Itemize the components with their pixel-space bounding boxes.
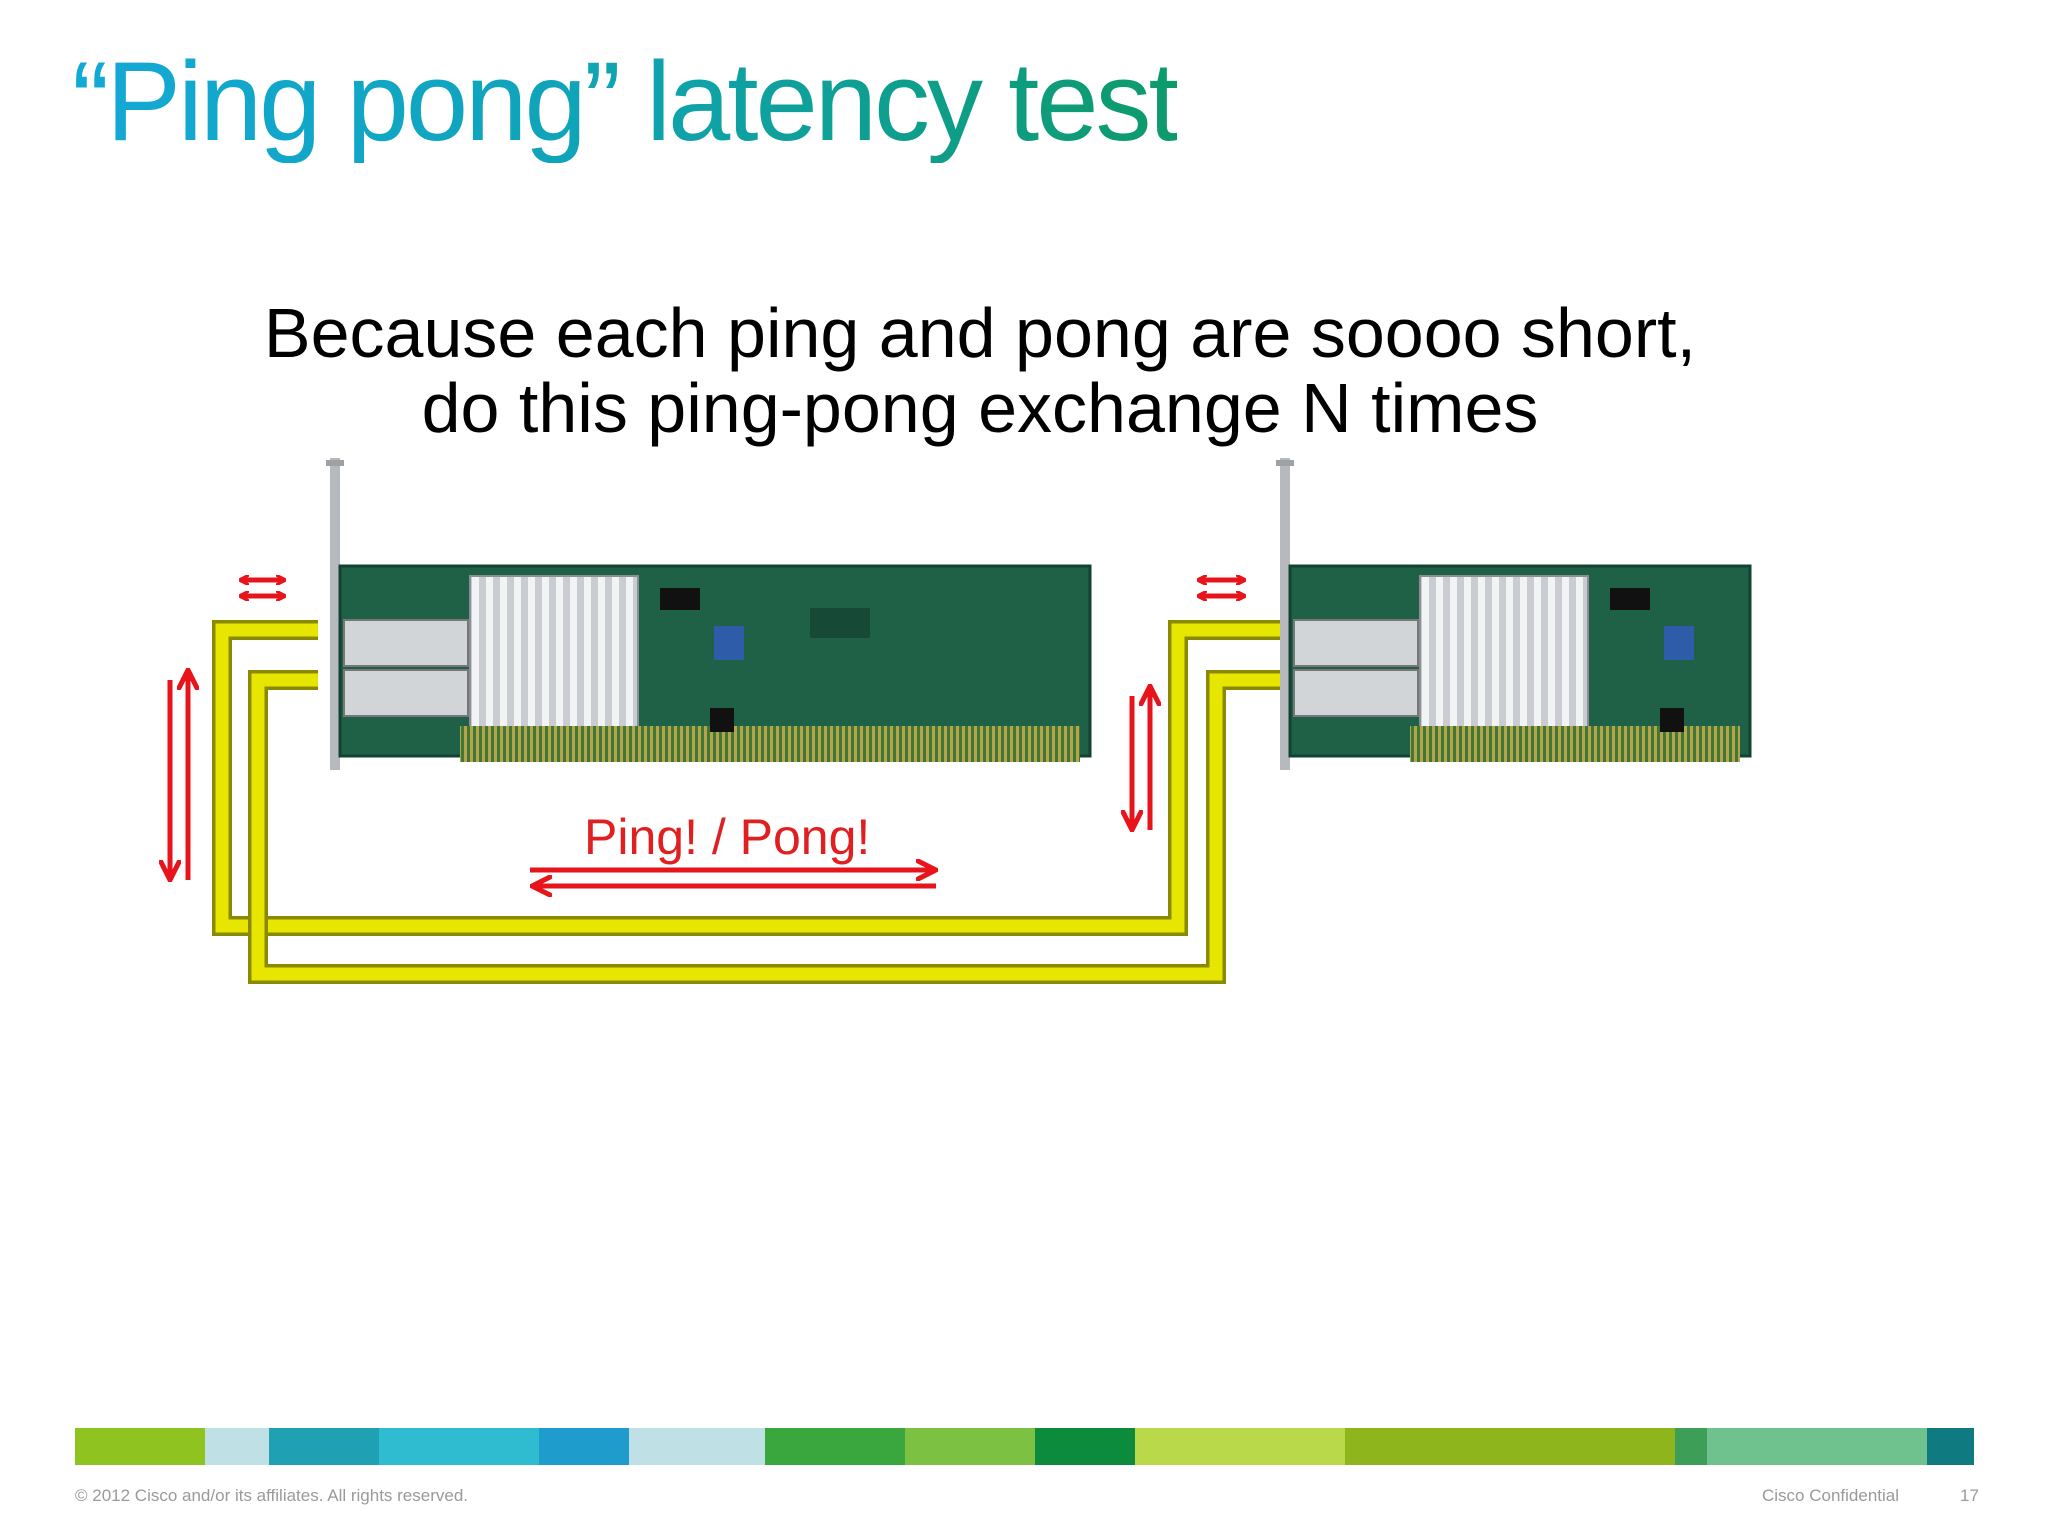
color-bar-segment [765, 1428, 905, 1465]
sfp-port-2 [1293, 669, 1419, 717]
network-interface-card-right [1276, 458, 1752, 770]
caption: Because each ping and pong are soooo sho… [180, 296, 1780, 446]
bracket [1280, 458, 1290, 770]
page-number: 17 [1960, 1486, 1979, 1505]
color-bar-segment [1345, 1428, 1675, 1465]
color-bar-segment [269, 1428, 379, 1465]
network-interface-card-left [326, 458, 1092, 770]
sfp-port-1 [1293, 619, 1419, 667]
color-bar-segment [629, 1428, 765, 1465]
color-bar-segment [1927, 1428, 1974, 1465]
color-bar-segment [905, 1428, 1035, 1465]
exchange-arrows [170, 580, 1245, 886]
pcie-connector [460, 726, 1080, 762]
pcie-connector [1410, 726, 1740, 762]
caption-line-2: do this ping-pong exchange N times [421, 369, 1539, 447]
caption-line-1: Because each ping and pong are soooo sho… [263, 294, 1697, 372]
footer-color-bar [75, 1428, 1974, 1465]
color-bar-segment [1135, 1428, 1345, 1465]
confidential-label: Cisco Confidential [1762, 1486, 1900, 1505]
copyright-notice: © 2012 Cisco and/or its affiliates. All … [75, 1486, 469, 1505]
bracket [330, 458, 340, 770]
color-bar-segment [1675, 1428, 1707, 1465]
fiber-cables [212, 620, 1280, 984]
color-bar-segment [205, 1428, 269, 1465]
color-bar-segment [1707, 1428, 1927, 1465]
heatsink [1419, 575, 1589, 755]
color-bar-segment [1035, 1428, 1135, 1465]
color-bar-segment [75, 1428, 205, 1465]
sfp-port-2 [343, 669, 469, 717]
slide-title: “Ping pong” latency test [72, 39, 1180, 164]
exchange-label: Ping! / Pong! [584, 809, 870, 865]
color-bar-segment [539, 1428, 629, 1465]
color-bar-segment [379, 1428, 539, 1465]
sfp-port-1 [343, 619, 469, 667]
